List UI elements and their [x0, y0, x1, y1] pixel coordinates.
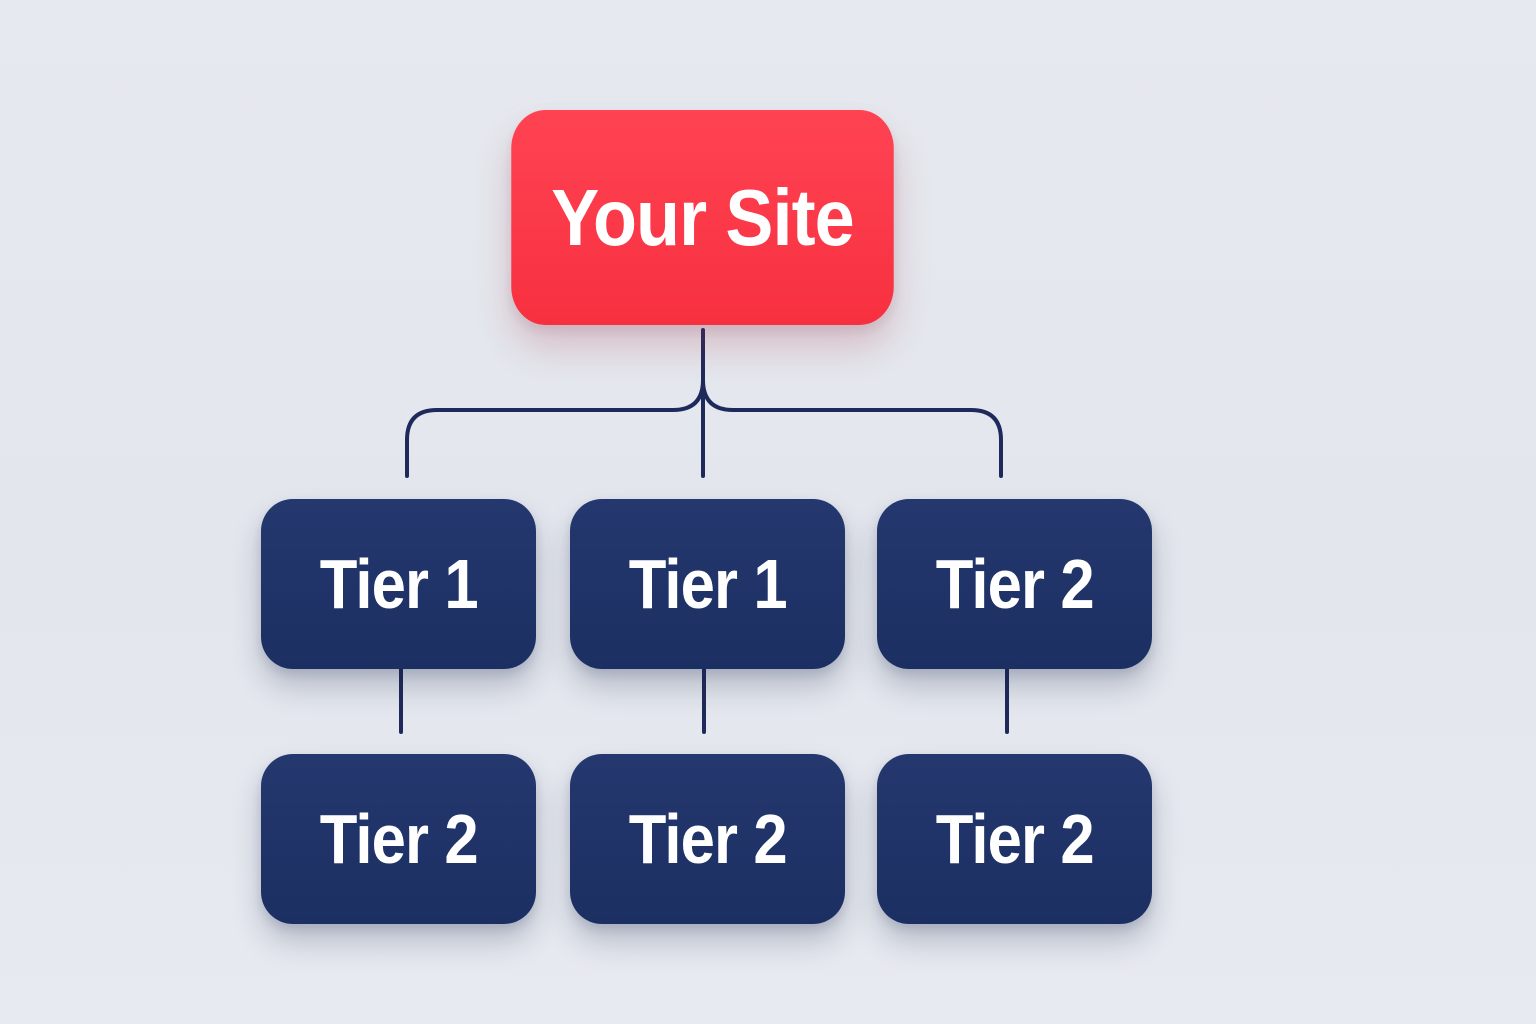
tier-node-label: Tier 1: [628, 545, 788, 623]
tier-node-row1-col2: Tier 1: [570, 499, 845, 669]
tier-node-label: Tier 2: [935, 800, 1095, 878]
root-node-label: Your Site: [551, 172, 855, 262]
tier-node-label: Tier 2: [628, 800, 788, 878]
connector-root-trunk: [405, 328, 705, 478]
root-node-your-site: Your Site: [511, 110, 894, 325]
tier-node-row2-col3: Tier 2: [877, 754, 1152, 924]
tier-node-row1-col3: Tier 2: [877, 499, 1152, 669]
tier-node-row2-col2: Tier 2: [570, 754, 845, 924]
tier-node-label: Tier 1: [319, 545, 479, 623]
tier-node-row2-col1: Tier 2: [261, 754, 536, 924]
tier-node-row1-col1: Tier 1: [261, 499, 536, 669]
connector-root-right: [701, 378, 1003, 478]
tier-node-label: Tier 2: [935, 545, 1095, 623]
tier-node-label: Tier 2: [319, 800, 479, 878]
